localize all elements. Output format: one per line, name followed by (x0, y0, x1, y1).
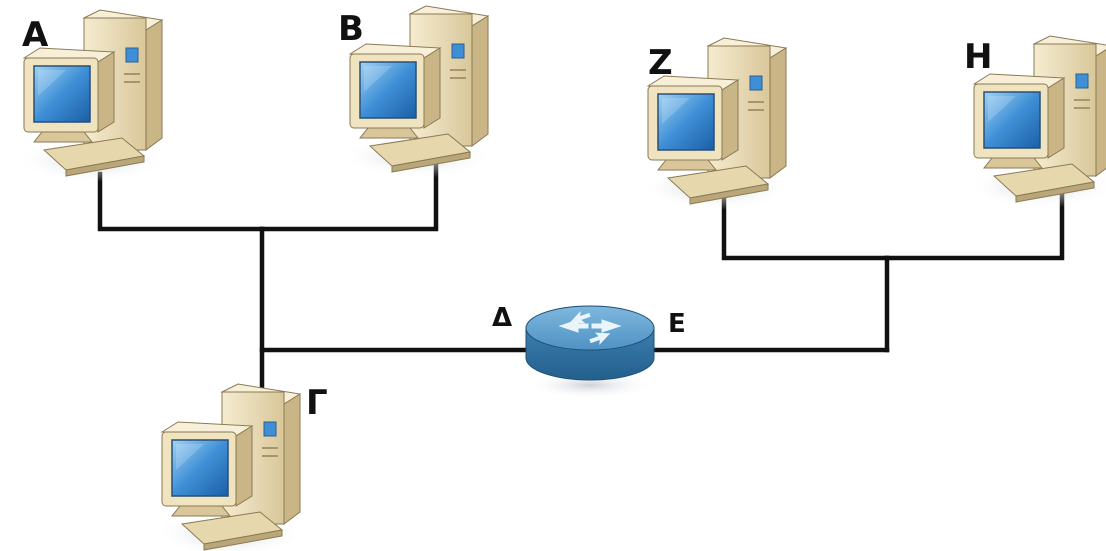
router-arrows-icon (558, 311, 622, 345)
link-a (97, 171, 265, 232)
link-b (259, 157, 439, 232)
router-port-left-label: Δ (492, 303, 512, 333)
link-z (721, 195, 890, 261)
node-label-a: A (22, 15, 49, 55)
computer-b (342, 5, 494, 179)
node-label-z: Z (648, 43, 673, 83)
node-label-c: Γ (306, 383, 328, 423)
network-links (97, 157, 1065, 393)
computer-icon (342, 5, 494, 179)
computer-icon (154, 383, 306, 551)
computer-c (154, 383, 306, 551)
node-label-h: H (964, 37, 992, 77)
router (525, 305, 655, 399)
router-port-right-label: E (668, 309, 686, 339)
node-label-b: B (338, 9, 364, 49)
link-h (884, 192, 1065, 261)
